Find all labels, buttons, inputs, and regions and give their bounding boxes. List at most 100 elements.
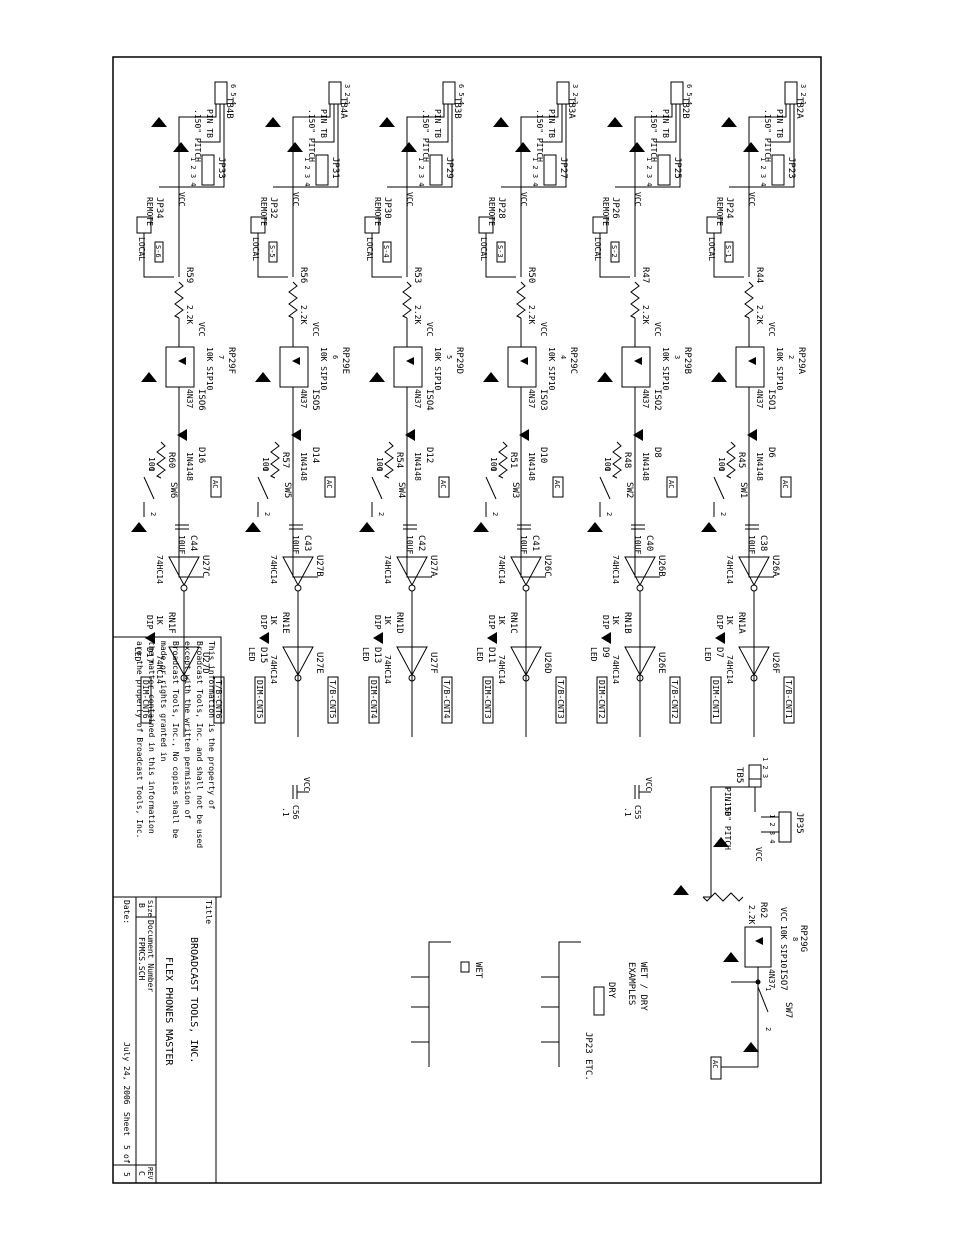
- sw-pin2: 2: [263, 512, 271, 516]
- iso-part: 4N37: [299, 389, 308, 408]
- cap-label: C38: [758, 535, 768, 551]
- ground-symbol: [607, 117, 623, 127]
- ownership-notice: This information is the property ofBroad…: [112, 636, 222, 898]
- local-label: LOCAL: [137, 237, 146, 261]
- iso-label: ISO1: [766, 389, 776, 411]
- select-label: S-1: [724, 245, 732, 258]
- rn-label: RN1E: [280, 612, 290, 634]
- rsel-label: R50: [526, 267, 536, 283]
- rsel-vcc: VCC: [539, 322, 548, 337]
- tb-pin-label: PIN TB: [661, 109, 670, 138]
- out-dim-label: DIM-CNT6: [141, 680, 150, 719]
- rp-label: RP29D: [454, 347, 464, 374]
- rp-pin: 3: [673, 355, 681, 359]
- rn-desc: DIP: [373, 615, 382, 630]
- iso-label: ISO6: [196, 389, 206, 411]
- u2-part: 74HC14: [497, 655, 506, 684]
- wire: [406, 318, 432, 578]
- ground-symbol: [743, 1042, 759, 1052]
- r-label: R45: [736, 452, 746, 468]
- r-value: 100: [375, 457, 384, 472]
- iso-part: 4N37: [641, 389, 650, 408]
- u2-label: U27F: [428, 652, 438, 674]
- r-label: R57: [280, 452, 290, 468]
- pullup-resistor: [744, 281, 754, 319]
- diode-part: 1N4148: [185, 452, 194, 481]
- jp-label: JP23: [786, 157, 796, 179]
- c55-vcc: VCC: [644, 777, 653, 792]
- series-resistor: [498, 441, 508, 479]
- wire: [599, 197, 636, 278]
- select-flag: [724, 241, 734, 263]
- rn-desc: DIP: [601, 615, 610, 630]
- led-indicator: [715, 632, 725, 644]
- tb-pin-label: PIN TB: [205, 109, 214, 138]
- rp29g-label: RP29G: [798, 925, 808, 952]
- bypass-cap-c56: VCC C56 .1: [281, 777, 311, 820]
- inverter-gate: [624, 556, 656, 587]
- terminal-block: [556, 81, 570, 105]
- ac-flag: [210, 476, 222, 498]
- diode: [291, 429, 301, 441]
- tb5-label: TB5: [734, 767, 744, 783]
- jumper-header: [429, 154, 443, 186]
- iso-part: 4N37: [185, 389, 194, 408]
- u2-label: U26D: [542, 652, 552, 674]
- wire: [703, 786, 779, 898]
- terminal-block: [670, 81, 684, 105]
- jp-vcc: VCC: [177, 192, 186, 207]
- r-value: 100: [261, 457, 270, 472]
- rsel-vcc: VCC: [425, 322, 434, 337]
- diode-label: D6: [766, 447, 776, 458]
- rsel-label: R47: [640, 267, 650, 283]
- rp-label: RP29E: [340, 347, 350, 374]
- ac-label: AC: [553, 480, 561, 488]
- tb5-connector: [748, 764, 762, 788]
- led-ref: D7: [714, 647, 724, 658]
- tb-pins: 3 2 1: [799, 84, 807, 105]
- jp-pins: 1 2 3 4: [417, 157, 425, 187]
- tb-company: BROADCAST TOOLS, INC.: [188, 937, 199, 1063]
- tb5-pin-tb: PIN TB: [723, 787, 732, 816]
- local-label: LOCAL: [593, 237, 602, 261]
- pushbutton-switch: [713, 476, 725, 517]
- inverter-gate: [168, 556, 200, 587]
- rn-label: RN1A: [736, 612, 746, 634]
- rsel-value: 2.2K: [299, 305, 308, 324]
- output-flag-dim: [710, 676, 722, 724]
- tb-label: TB4B: [224, 97, 234, 119]
- notice-line: are the property of Broadcast Tools, Inc…: [135, 641, 144, 838]
- ground-symbol: [493, 117, 509, 127]
- u2-part: 74HC14: [725, 655, 734, 684]
- rn-value: 1K: [725, 615, 734, 625]
- rp-label: RP29C: [568, 347, 578, 374]
- output-flag-dim: [368, 676, 380, 724]
- ground-symbol: [255, 372, 271, 382]
- out-dim-label: DIM-CNT2: [597, 680, 606, 719]
- remote-label: REMOTE: [601, 197, 610, 226]
- output-flag-dim: [254, 676, 266, 724]
- iso-label: ISO5: [310, 389, 320, 411]
- iso7-led: [755, 937, 763, 945]
- led-label: LED: [703, 647, 712, 662]
- sw-label: SW6: [168, 482, 178, 498]
- jumper-header: [315, 154, 329, 186]
- rsel-value: 2.2K: [755, 305, 764, 324]
- inverter-gate: [396, 646, 428, 677]
- iso7-body: [744, 926, 772, 968]
- ground-symbol: [265, 117, 281, 127]
- tb-label: TB2A: [794, 97, 804, 119]
- sw-pin1: 1: [261, 467, 269, 471]
- ground-symbol: [713, 837, 729, 847]
- diode-label: D16: [196, 447, 206, 463]
- wire: [273, 104, 339, 197]
- sw-pin1: 1: [489, 467, 497, 471]
- wire: [615, 104, 681, 197]
- ground-symbol: [245, 522, 261, 532]
- led-ref: D13: [372, 647, 382, 663]
- terminal-block: [214, 81, 228, 105]
- ac-label: AC: [781, 480, 789, 488]
- tb-sheet-label: Sheet: [122, 1112, 131, 1136]
- inverter-gate: [624, 646, 656, 677]
- rsel-value: 2.2K: [527, 305, 536, 324]
